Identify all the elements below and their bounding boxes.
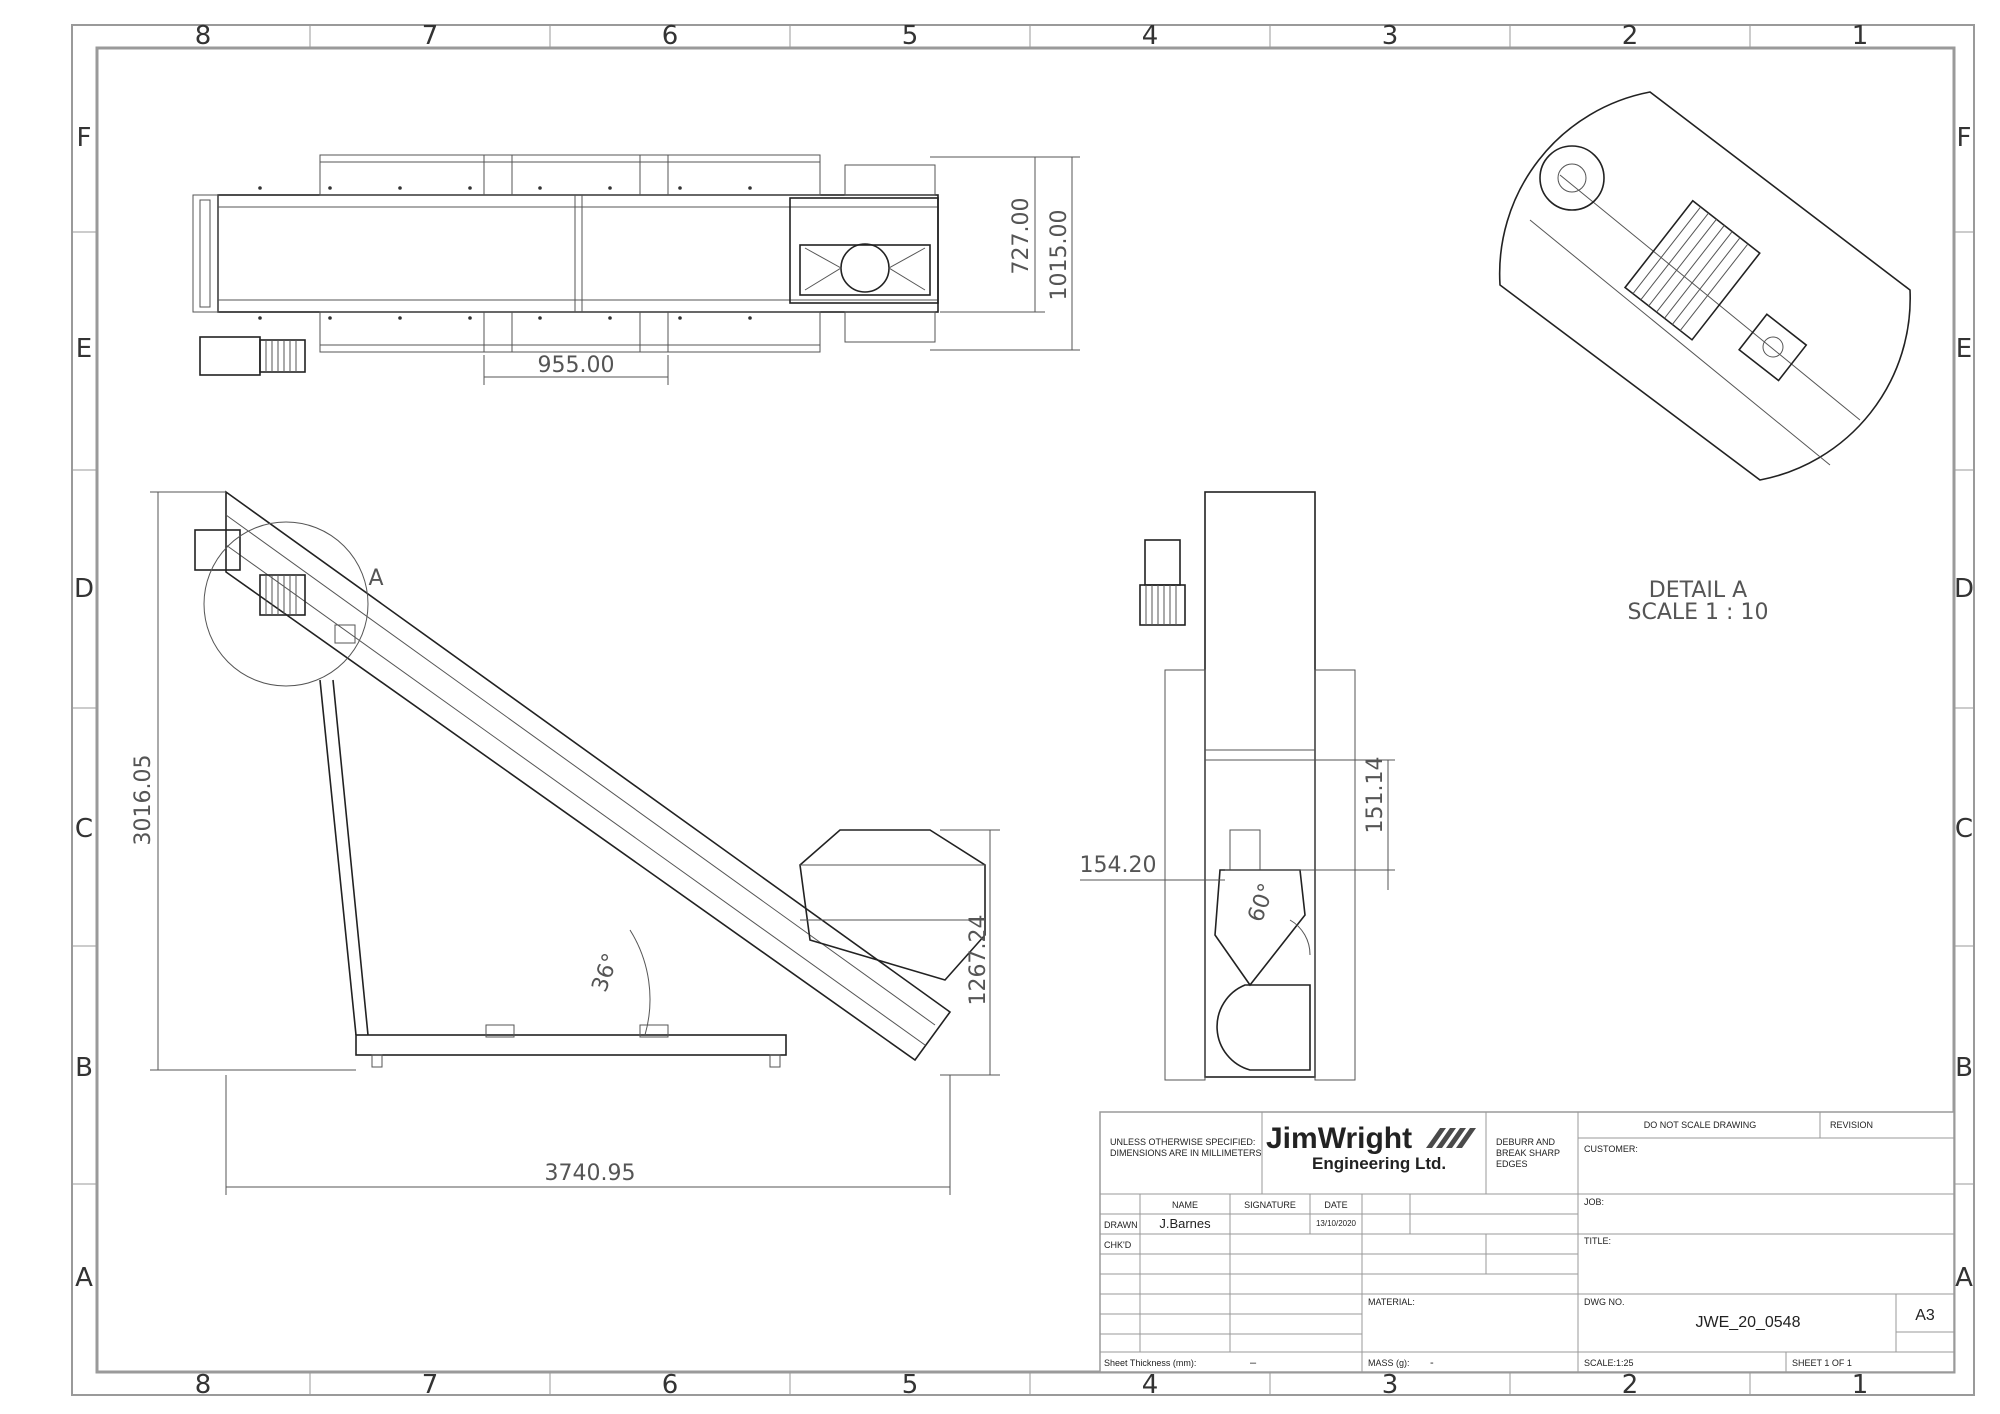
dimension-angle-36: 36° xyxy=(587,950,624,995)
side-view-motor xyxy=(259,574,306,616)
material-label: MATERIAL: xyxy=(1368,1297,1415,1307)
row-label: F xyxy=(77,123,92,153)
scale-label: SCALE:1:25 xyxy=(1584,1358,1634,1368)
column-labels-bottom: 8 7 6 5 4 3 2 1 xyxy=(195,1370,1869,1400)
end-view: 60° 154.20 151.14 xyxy=(1080,491,1395,1081)
top-view-hopper xyxy=(799,244,931,296)
top-view: 727.00 1015.00 955.00 xyxy=(192,154,1080,385)
dimension-width-outer: 1015.00 xyxy=(1047,210,1072,301)
detail-callout-label: A xyxy=(368,566,383,591)
row-label: F xyxy=(1957,123,1972,153)
dimension-spacing: 955.00 xyxy=(538,353,615,378)
column-label: 6 xyxy=(662,21,679,51)
row-label: E xyxy=(76,334,92,364)
dwg-no: JWE_20_0548 xyxy=(1696,1314,1801,1331)
dwg-no-label: DWG NO. xyxy=(1584,1297,1625,1307)
inner-frame xyxy=(95,46,1956,1374)
column-label: 3 xyxy=(1382,21,1399,51)
dimension-end-height: 151.14 xyxy=(1363,757,1388,834)
column-label: 2 xyxy=(1622,1370,1639,1400)
column-label: 7 xyxy=(422,21,439,51)
column-label: 4 xyxy=(1142,21,1159,51)
detail-a-motor xyxy=(1623,199,1761,341)
column-label: 3 xyxy=(1382,1370,1399,1400)
column-labels-top: 8 7 6 5 4 3 2 1 xyxy=(195,21,1869,51)
side-view-hopper xyxy=(799,829,986,981)
units-note-line-2: DIMENSIONS ARE IN MILLIMETERS xyxy=(1110,1148,1262,1158)
end-view-gearbox xyxy=(1144,539,1181,586)
thickness-label: Sheet Thickness (mm): xyxy=(1104,1358,1196,1368)
zone-ticks xyxy=(72,25,1974,1395)
row-label: D xyxy=(1954,574,1974,604)
company-logo-main: JimWright xyxy=(1266,1122,1412,1155)
header-signature: SIGNATURE xyxy=(1244,1200,1296,1210)
dimension-width-inner: 727.00 xyxy=(1009,198,1034,275)
drawn-date: 13/10/2020 xyxy=(1316,1219,1357,1228)
column-label: 8 xyxy=(195,1370,212,1400)
outer-frame xyxy=(71,24,1975,1396)
no-scale-note: DO NOT SCALE DRAWING xyxy=(1644,1120,1757,1130)
column-label: 5 xyxy=(902,1370,919,1400)
top-view-motor xyxy=(259,339,306,373)
side-view-support-leg xyxy=(319,679,357,1036)
dimension-hopper-height: 1267.24 xyxy=(966,915,991,1006)
svg-text:BREAK SHARP: BREAK SHARP xyxy=(1496,1148,1560,1158)
dimension-height: 3016.05 xyxy=(131,755,156,846)
drawn-name: J.Barnes xyxy=(1159,1216,1211,1231)
side-view-base xyxy=(355,1034,787,1056)
dimension-end-offset: 154.20 xyxy=(1080,853,1157,878)
end-view-motor xyxy=(1139,584,1186,626)
title-block: UNLESS OTHERWISE SPECIFIED: DIMENSIONS A… xyxy=(1099,1111,1955,1373)
side-view-gearbox xyxy=(194,529,241,571)
column-label: 7 xyxy=(422,1370,439,1400)
job-label: JOB: xyxy=(1584,1197,1604,1207)
column-label: 6 xyxy=(662,1370,679,1400)
row-labels-left: F E D C B A xyxy=(74,123,94,1293)
row-label: D xyxy=(74,574,94,604)
detail-a-boundary xyxy=(1498,91,1911,481)
dimension-length: 3740.95 xyxy=(545,1161,636,1186)
side-view: A 36° 3016.05 3740.95 1267.24 xyxy=(131,490,1000,1195)
company-logo-slashes xyxy=(1426,1128,1476,1148)
row-label: C xyxy=(75,814,93,844)
title-label: TITLE: xyxy=(1584,1236,1611,1246)
row-label: E xyxy=(1956,334,1972,364)
units-note-line-1: UNLESS OTHERWISE SPECIFIED: xyxy=(1110,1137,1255,1147)
row-labels-right: F E D C B A xyxy=(1954,123,1974,1293)
row-label: A xyxy=(75,1263,93,1293)
header-date: DATE xyxy=(1324,1200,1347,1210)
sheet-count: SHEET 1 OF 1 xyxy=(1792,1358,1852,1368)
mass-value: - xyxy=(1430,1357,1434,1369)
column-label: 5 xyxy=(902,21,919,51)
column-label: 1 xyxy=(1852,1370,1869,1400)
column-label: 4 xyxy=(1142,1370,1159,1400)
detail-a-view: DETAIL A SCALE 1 : 10 xyxy=(1498,91,1911,625)
sheet-size: A3 xyxy=(1915,1307,1935,1324)
detail-a-callout-circle xyxy=(203,521,369,687)
svg-text:DEBURR AND: DEBURR AND xyxy=(1496,1137,1556,1147)
row-label: B xyxy=(75,1053,93,1083)
revision-label: REVISION xyxy=(1830,1120,1873,1130)
svg-text:EDGES: EDGES xyxy=(1496,1159,1528,1169)
customer-label: CUSTOMER: xyxy=(1584,1144,1638,1154)
drawn-label: DRAWN xyxy=(1104,1220,1138,1230)
mass-label: MASS (g): xyxy=(1368,1358,1410,1368)
top-view-gearbox xyxy=(199,336,261,376)
company-logo-sub: Engineering Ltd. xyxy=(1312,1154,1446,1173)
thickness-value: – xyxy=(1250,1357,1257,1369)
row-label: A xyxy=(1955,1263,1973,1293)
column-label: 8 xyxy=(195,21,212,51)
end-view-body xyxy=(1204,491,1316,1078)
detail-scale: SCALE 1 : 10 xyxy=(1628,600,1769,625)
row-label: B xyxy=(1955,1053,1973,1083)
dimension-angle-60: 60° xyxy=(1243,880,1280,925)
detail-title: DETAIL A xyxy=(1649,578,1747,603)
checked-label: CHK'D xyxy=(1104,1240,1132,1250)
header-name: NAME xyxy=(1172,1200,1198,1210)
detail-a-gearbox xyxy=(1539,145,1605,211)
row-label: C xyxy=(1955,814,1973,844)
column-label: 1 xyxy=(1852,21,1869,51)
column-label: 2 xyxy=(1622,21,1639,51)
